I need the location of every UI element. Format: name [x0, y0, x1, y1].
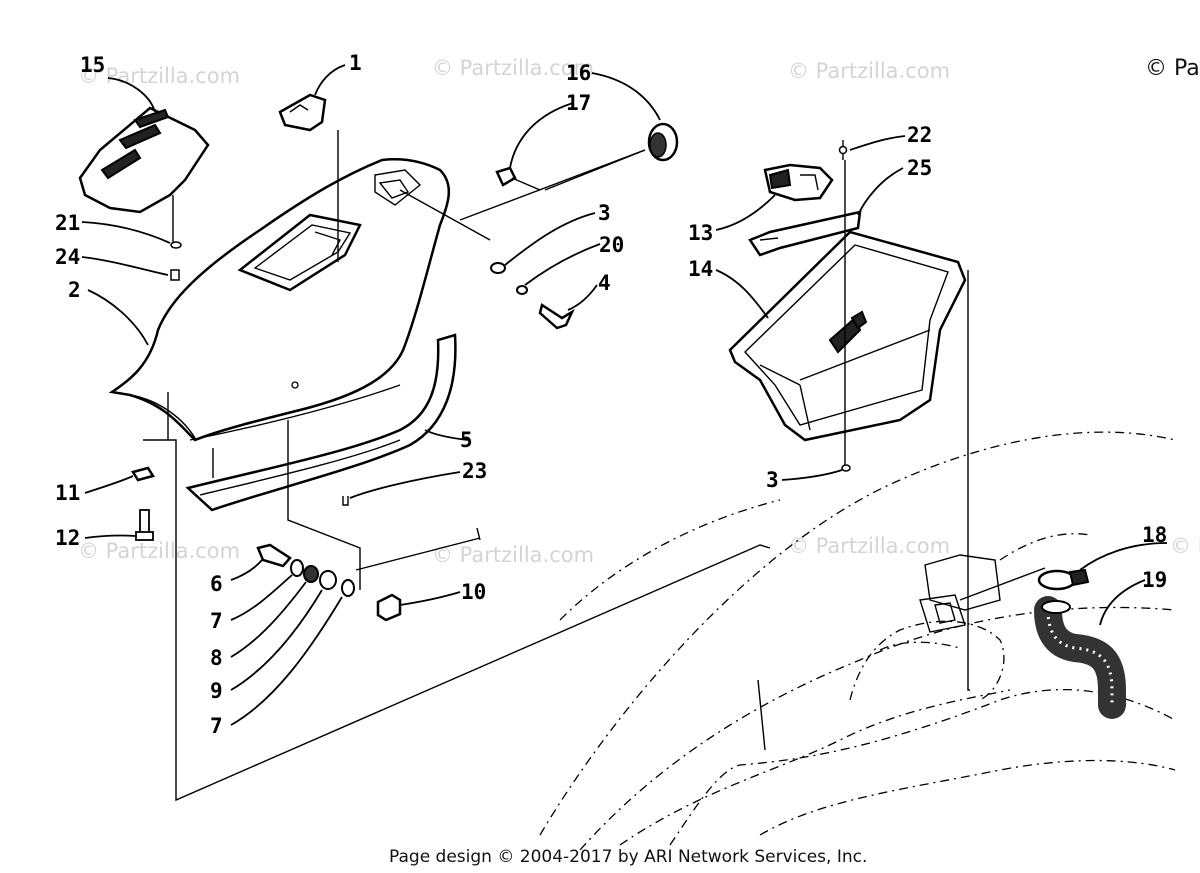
callout-18: 18: [1142, 523, 1167, 547]
callout-5: 5: [460, 428, 473, 452]
pin: [838, 140, 848, 160]
watermark: © Partzilla.com: [432, 543, 594, 567]
bolt: [135, 509, 154, 541]
callout-17: 17: [566, 91, 591, 115]
callout-25: 25: [907, 156, 932, 180]
clamp: [1037, 568, 1090, 591]
callout-24: 24: [55, 245, 80, 269]
hose: [1034, 596, 1126, 719]
seat: [108, 158, 450, 442]
cover-plate: [78, 106, 210, 248]
nut: [170, 269, 180, 281]
switch: [278, 93, 339, 262]
callout-14: 14: [688, 257, 713, 281]
callout-20: 20: [599, 233, 624, 257]
edge-watermark: © Pa: [1170, 534, 1200, 558]
footer-copyright: Page design © 2004-2017 by ARI Network S…: [389, 847, 867, 867]
callout-2: 2: [68, 278, 81, 302]
watermark: © Partzilla.com: [78, 64, 240, 88]
leader-lines: [81, 64, 1168, 726]
callout-3: 3: [598, 201, 611, 225]
nut: [131, 466, 155, 482]
grommet: [647, 122, 679, 162]
assembly-frame-lines: [143, 392, 771, 802]
watermark: © Partzilla.com: [788, 534, 950, 558]
callout-15: 15: [80, 53, 105, 77]
callout-7: 7: [210, 609, 223, 633]
strap: [748, 210, 862, 257]
callout-16: 16: [566, 61, 591, 85]
callout-3-right: 3: [766, 468, 779, 492]
latch-part: [763, 163, 834, 202]
callout-22: 22: [907, 123, 932, 147]
watermark: © Partzilla.com: [78, 539, 240, 563]
callout-10: 10: [461, 580, 486, 604]
bolt: [538, 302, 575, 330]
storage-tray: [728, 230, 967, 442]
watermark: © Partzilla.com: [432, 56, 594, 80]
lock-washer: [516, 285, 528, 295]
snowmobile-body-outline: [539, 431, 1176, 851]
seat-bracket: [185, 333, 457, 512]
clip: [342, 496, 349, 506]
callout-6: 6: [210, 572, 223, 596]
callout-19: 19: [1142, 568, 1167, 592]
washer: [490, 262, 506, 274]
watermark: © Partzilla.com: [788, 59, 950, 83]
washer: [170, 241, 182, 249]
callout-12: 12: [55, 526, 80, 550]
callout-4: 4: [598, 271, 611, 295]
callout-13: 13: [688, 221, 713, 245]
callouts: 15 1 16 17 3 20 4 22 25 13 14 3 18 19 21…: [55, 51, 1167, 738]
washer: [841, 464, 851, 472]
callout-23: 23: [462, 459, 487, 483]
callout-1: 1: [349, 51, 362, 75]
callout-9: 9: [210, 679, 223, 703]
plug: [495, 166, 517, 187]
hardware-stack: [256, 543, 402, 622]
callout-11: 11: [55, 481, 80, 505]
callout-7-lower: 7: [210, 714, 223, 738]
callout-8: 8: [210, 646, 223, 670]
intake-box: [919, 554, 1001, 633]
corner-copyright: © Pa: [1145, 56, 1200, 81]
callout-21: 21: [55, 211, 80, 235]
